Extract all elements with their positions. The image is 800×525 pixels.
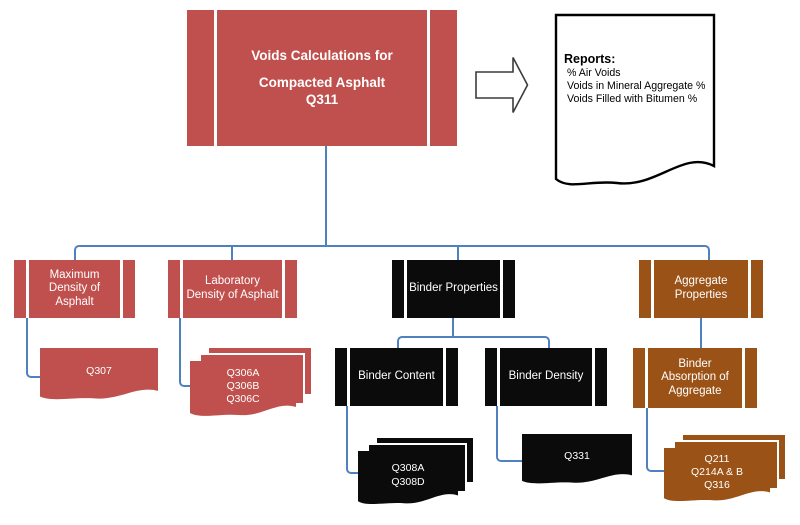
doc-line: Q308A xyxy=(391,462,425,475)
document-stack-q306: Q306A Q306B Q306C xyxy=(190,346,313,421)
main-box-line1: Voids Calculations for xyxy=(251,48,393,64)
document-shape xyxy=(358,451,458,505)
reports-item-vma: Voids in Mineral Aggregate % xyxy=(567,79,706,92)
box-right-bar xyxy=(285,260,297,318)
box-right-bar xyxy=(745,348,757,408)
box-label: Binder Content xyxy=(350,348,443,406)
main-box-right-bar xyxy=(430,10,457,146)
document-label: Q306A Q306B Q306C xyxy=(190,361,296,421)
document-label: Q308A Q308D xyxy=(358,451,458,509)
box-left-bar xyxy=(633,348,645,408)
right-block-arrow-icon xyxy=(475,57,529,113)
document-stack-q308: Q308A Q308D xyxy=(358,436,475,509)
box-label: Binder Properties xyxy=(407,260,500,318)
connector-binder-properties-down xyxy=(452,318,454,337)
connector-main-vertical xyxy=(325,146,327,246)
main-box-label: Voids Calculations for Compacted Asphalt… xyxy=(217,10,427,146)
doc-line: Q306A xyxy=(226,366,260,379)
box-right-bar xyxy=(751,260,763,318)
box-binder-content: Binder Content xyxy=(335,348,458,406)
document-shape xyxy=(555,14,715,196)
document-shape xyxy=(40,348,158,400)
box-left-bar xyxy=(639,260,651,318)
document-shape xyxy=(522,434,632,484)
doc-line: Q316 xyxy=(704,479,730,492)
document-label: Q331 xyxy=(522,434,632,488)
box-left-bar xyxy=(392,260,404,318)
box-label: Binder Density xyxy=(500,348,592,406)
box-left-bar xyxy=(14,260,26,318)
box-label: Laboratory Density of Asphalt xyxy=(183,260,282,318)
connector-to-q308 xyxy=(346,406,360,474)
document-label: Q211 Q214A & B Q316 xyxy=(664,448,770,506)
connector-drop-lab-density xyxy=(231,247,233,260)
box-laboratory-density-of-asphalt: Laboratory Density of Asphalt xyxy=(168,260,297,318)
doc-line: Q307 xyxy=(86,364,112,377)
box-binder-density: Binder Density xyxy=(485,348,607,406)
reports-item-air-voids: % Air Voids xyxy=(567,67,621,79)
doc-line: Q214A & B xyxy=(691,465,743,478)
doc-line: Q306C xyxy=(226,393,260,406)
main-box-line2: Compacted Asphalt xyxy=(258,74,386,90)
doc-line: Q211 xyxy=(704,452,730,465)
connector-to-q306 xyxy=(179,318,192,387)
main-box-left-bar xyxy=(187,10,214,146)
connector-to-q331 xyxy=(496,406,524,462)
document-q307: Q307 xyxy=(40,348,158,404)
connector-to-q211 xyxy=(646,408,666,472)
reports-document: Reports: % Air Voids Voids in Mineral Ag… xyxy=(555,14,715,196)
reports-item-vfb: Voids Filled with Bitumen % xyxy=(567,92,698,105)
box-left-bar xyxy=(168,260,180,318)
box-right-bar xyxy=(123,260,135,318)
box-binder-properties: Binder Properties xyxy=(392,260,515,318)
doc-line: Q306B xyxy=(226,379,260,392)
box-label: Aggregate Properties xyxy=(654,260,748,318)
connector-to-q307 xyxy=(26,318,42,378)
main-box-voids-calculations: Voids Calculations for Compacted Asphalt… xyxy=(187,10,457,146)
document-stack-q211: Q211 Q214A & B Q316 xyxy=(664,433,787,506)
box-right-bar xyxy=(503,260,515,318)
box-right-bar xyxy=(446,348,458,406)
box-left-bar xyxy=(335,348,347,406)
connector-aggregate-down xyxy=(700,318,702,348)
box-maximum-density-of-asphalt: Maximum Density of Asphalt xyxy=(14,260,135,318)
reports-text: Reports: % Air Voids Voids in Mineral Ag… xyxy=(564,52,711,106)
document-q331: Q331 xyxy=(522,434,632,488)
document-shape xyxy=(190,361,296,416)
doc-line: Q331 xyxy=(564,449,590,462)
box-binder-absorption-of-aggregate: Binder Absorption of Aggregate xyxy=(633,348,757,408)
document-label: Q307 xyxy=(40,348,158,404)
connector-drop-binder-properties xyxy=(457,247,459,260)
box-right-bar xyxy=(595,348,607,406)
box-aggregate-properties: Aggregate Properties xyxy=(639,260,763,318)
box-left-bar xyxy=(485,348,497,406)
doc-line: Q308D xyxy=(391,475,425,488)
box-label: Maximum Density of Asphalt xyxy=(29,260,120,318)
connector-binder-bracket xyxy=(397,336,550,350)
box-label: Binder Absorption of Aggregate xyxy=(648,348,742,408)
document-shape xyxy=(664,448,770,502)
connector-level1-bracket xyxy=(74,245,710,262)
reports-title: Reports: xyxy=(564,52,616,66)
main-box-line3: Q311 xyxy=(305,92,339,108)
